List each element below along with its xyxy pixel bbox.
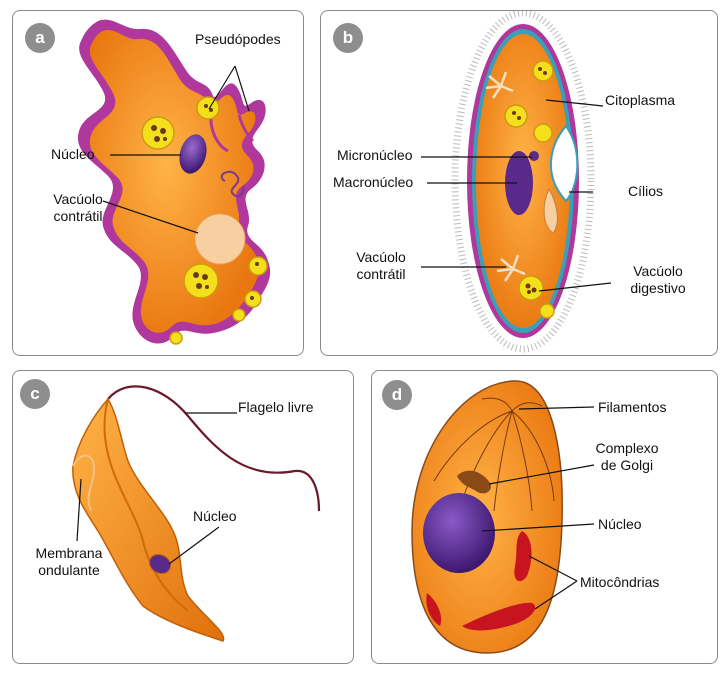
cell-illustration <box>411 380 595 654</box>
contractile-vacuole-bottom <box>496 254 526 282</box>
micronucleus-icon <box>529 151 539 161</box>
filaments <box>433 397 555 512</box>
label-micronucleo: Micronúcleo <box>337 147 413 163</box>
label-nucleo-a: Núcleo <box>51 146 95 162</box>
golgi-icon <box>457 470 491 494</box>
food-particles <box>151 104 259 300</box>
trypanosoma-illustration <box>72 385 321 642</box>
undulating-membrane-fold <box>103 398 189 612</box>
panel-badge-c: c <box>20 379 50 409</box>
label-filamentos: Filamentos <box>598 399 667 415</box>
mitochondria-icon <box>426 531 536 631</box>
label-flagelo-livre: Flagelo livre <box>238 399 314 415</box>
panel-badge-a: a <box>25 23 55 53</box>
panel-badge-b: b <box>333 23 363 53</box>
macronucleus-icon <box>505 151 533 215</box>
digestive-vacuoles <box>504 60 555 319</box>
label-macronucleo: Macronúcleo <box>333 174 414 190</box>
amoeba-illustration <box>77 19 271 345</box>
contractile-vacuole-icon <box>194 213 246 265</box>
label-pseudopodes: Pseudópodes <box>195 31 281 47</box>
label-cilios: Cílios <box>628 183 664 199</box>
label-mitocondrias: Mitocôndrias <box>580 574 660 590</box>
cytoplasm-fiber <box>220 170 245 198</box>
gullet <box>543 187 558 234</box>
label-nucleo-d: Núcleo <box>598 516 642 532</box>
nucleus-icon <box>179 134 207 174</box>
panel-paramecium: b Citoplasma Micronúcleo Macronúc <box>320 10 718 356</box>
cilia <box>451 11 595 353</box>
oral-groove <box>550 124 579 203</box>
nucleus-icon-d <box>423 493 495 573</box>
contractile-vacuole-top <box>485 71 514 99</box>
pseudopod-fold-2 <box>237 114 255 143</box>
nucleus-icon-c <box>148 553 172 575</box>
free-flagellum <box>107 385 321 512</box>
label-nucleo-c: Núcleo <box>193 508 237 524</box>
trypanosoma-body <box>72 397 225 642</box>
label-citoplasma: Citoplasma <box>605 92 676 108</box>
paramecium-illustration <box>421 11 612 353</box>
panel-badge-d: d <box>382 380 412 410</box>
